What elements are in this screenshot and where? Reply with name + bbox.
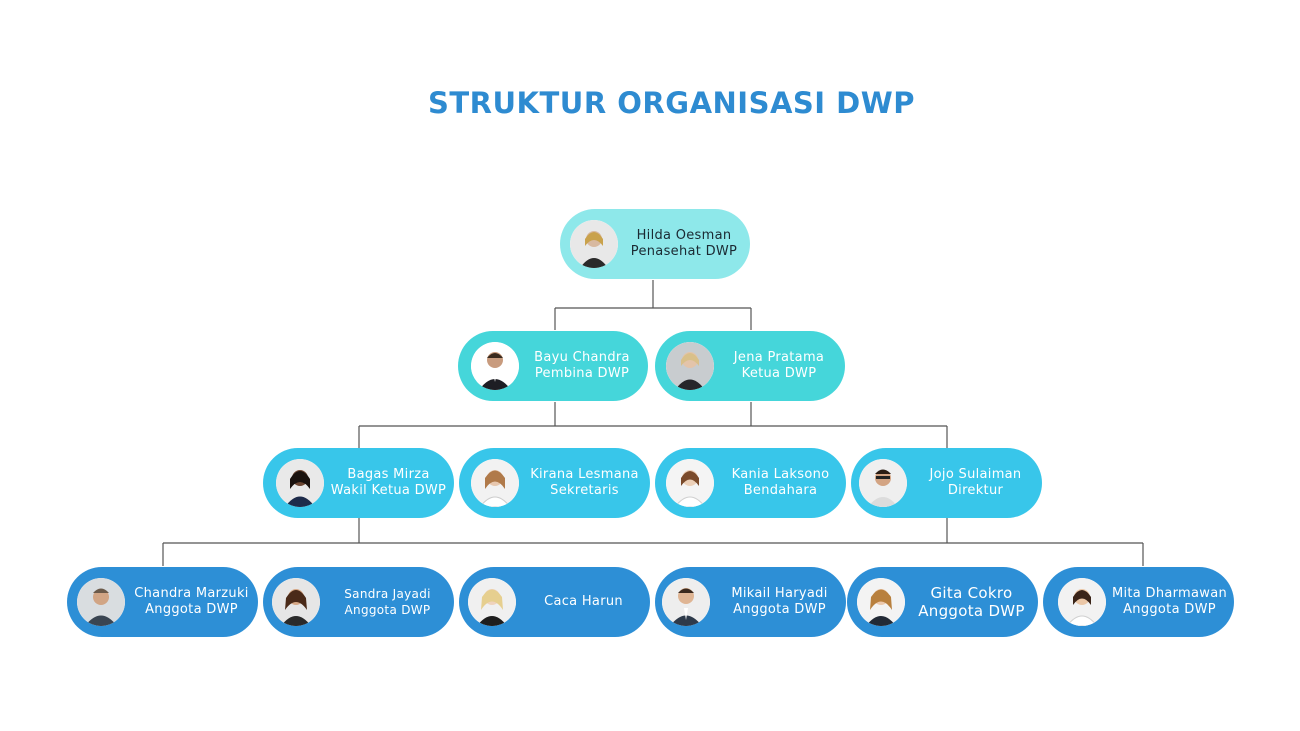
node-role: Ketua DWP — [741, 366, 817, 381]
org-node-anggota-2[interactable]: Sandra Jayadi Anggota DWP — [263, 567, 454, 637]
woman-photo-icon — [471, 459, 519, 507]
node-name: Bagas Mirza — [347, 467, 430, 482]
org-node-anggota-1[interactable]: Chandra Marzuki Anggota DWP — [67, 567, 258, 637]
woman-photo-icon — [272, 578, 320, 626]
org-node-pembina[interactable]: Bayu Chandra Pembina DWP — [458, 331, 648, 401]
org-node-sekretaris[interactable]: Kirana Lesmana Sekretaris — [459, 448, 650, 518]
woman-photo-icon — [666, 342, 714, 390]
node-role: Anggota DWP — [145, 602, 238, 617]
node-role: Penasehat DWP — [630, 244, 738, 259]
woman-photo-icon — [468, 578, 516, 626]
node-role: Anggota DWP — [918, 602, 1025, 620]
node-role: Anggota DWP — [733, 602, 826, 617]
org-node-anggota-3[interactable]: Caca Harun — [459, 567, 650, 637]
node-name: Mita Dharmawan — [1111, 586, 1228, 601]
woman-photo-icon — [857, 578, 905, 626]
node-role: Anggota DWP — [344, 603, 431, 617]
man-photo-icon — [859, 459, 907, 507]
node-name: Sandra Jayadi — [344, 587, 431, 601]
man-photo-icon — [662, 578, 710, 626]
org-node-ketua[interactable]: Jena Pratama Ketua DWP — [655, 331, 845, 401]
chart-title: STRUKTUR ORGANISASI DWP — [428, 86, 915, 120]
node-role: Wakil Ketua DWP — [330, 483, 447, 498]
node-name: Bayu Chandra — [534, 350, 630, 365]
org-node-penasehat[interactable]: Hilda Oesman Penasehat DWP — [560, 209, 750, 279]
woman-photo-icon — [570, 220, 618, 268]
node-name: Jojo Sulaiman — [929, 467, 1022, 482]
woman-photo-icon — [276, 459, 324, 507]
org-node-anggota-6[interactable]: Mita Dharmawan Anggota DWP — [1043, 567, 1234, 637]
node-name: Jena Pratama — [733, 350, 825, 365]
node-name: Kirana Lesmana — [530, 467, 639, 482]
org-node-anggota-4[interactable]: Mikail Haryadi Anggota DWP — [655, 567, 846, 637]
org-node-anggota-5[interactable]: Gita Cokro Anggota DWP — [847, 567, 1038, 637]
org-node-direktur[interactable]: Jojo Sulaiman Direktur — [851, 448, 1042, 518]
node-role: Pembina DWP — [534, 366, 630, 381]
node-role: Sekretaris — [550, 483, 619, 498]
org-node-bendahara[interactable]: Kania Laksono Bendahara — [655, 448, 846, 518]
man-photo-icon — [471, 342, 519, 390]
node-name: Mikail Haryadi — [731, 586, 828, 601]
node-name: Chandra Marzuki — [134, 586, 249, 601]
woman-photo-icon — [1058, 578, 1106, 626]
node-name: Hilda Oesman — [636, 228, 732, 243]
node-name: Caca Harun — [544, 594, 623, 609]
node-role: Direktur — [947, 483, 1004, 498]
man-photo-icon — [77, 578, 125, 626]
node-name: Kania Laksono — [731, 467, 830, 482]
node-name: Gita Cokro — [930, 584, 1013, 602]
woman-photo-icon — [666, 459, 714, 507]
node-role: Anggota DWP — [1123, 602, 1216, 617]
org-node-wakil-ketua[interactable]: Bagas Mirza Wakil Ketua DWP — [263, 448, 454, 518]
node-role: Bendahara — [743, 483, 818, 498]
